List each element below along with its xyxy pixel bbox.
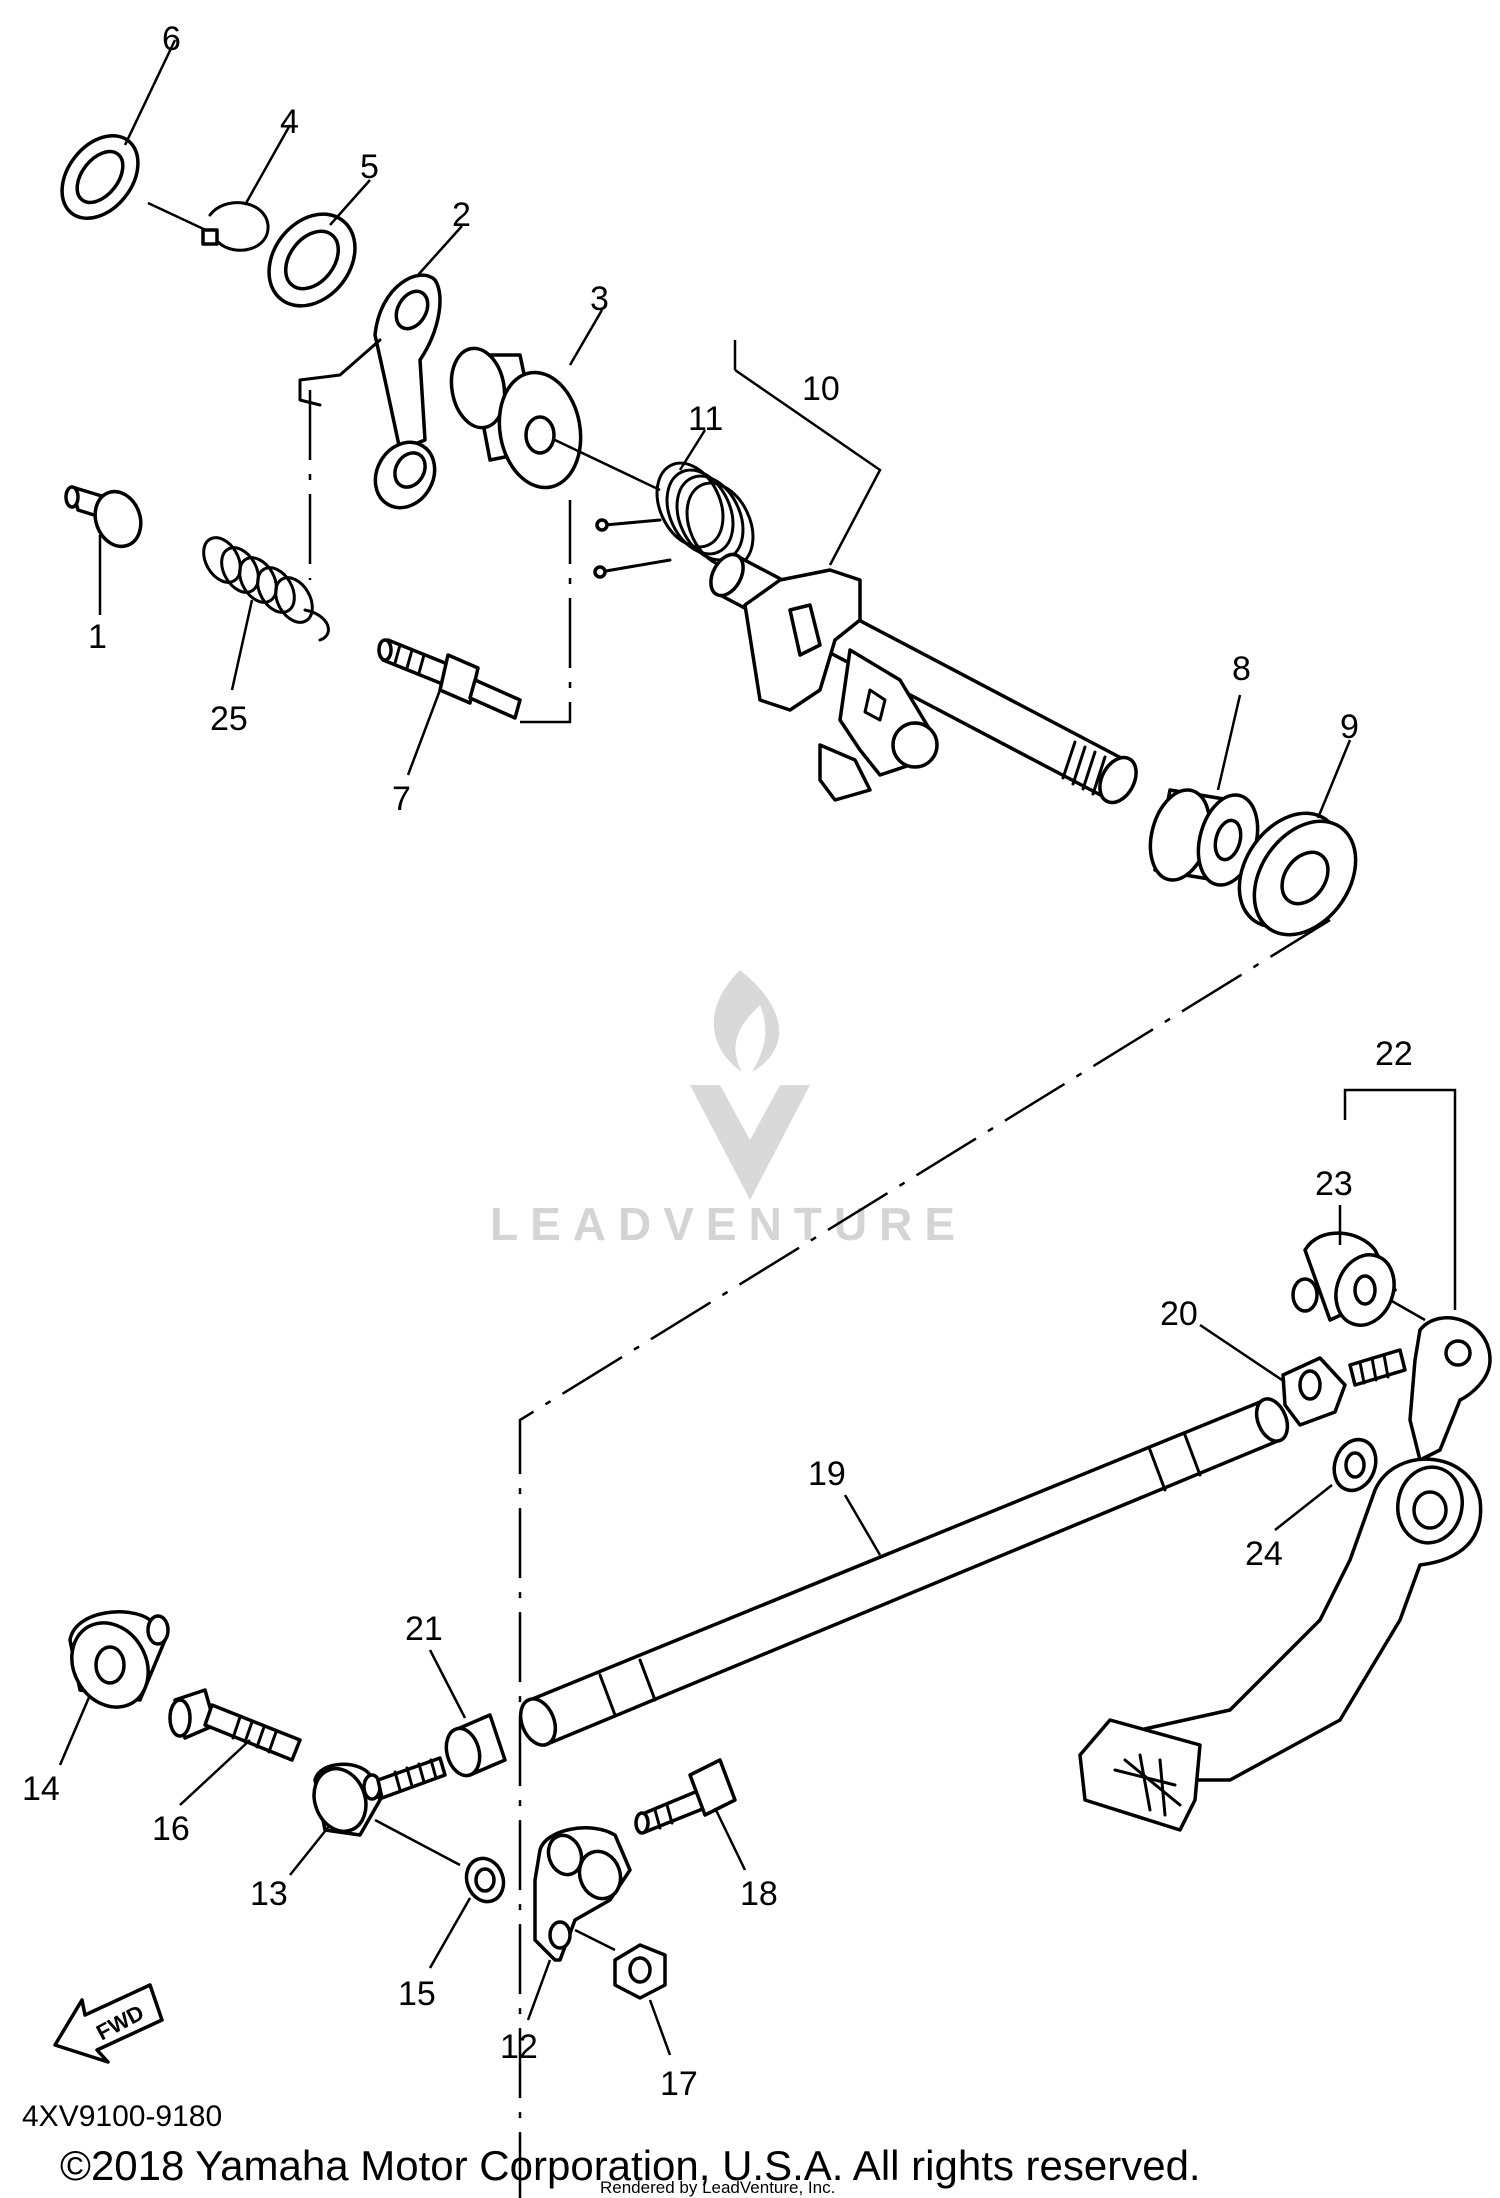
callout-6: 6 [162, 20, 181, 58]
part-2-stopper-lever [298, 273, 442, 510]
callout-7: 7 [392, 780, 411, 818]
part-11-torsion-spring [593, 461, 755, 579]
copyright-notice: ©2018 Yamaha Motor Corporation, U.S.A. A… [60, 2142, 1201, 2189]
part-25-spring [202, 536, 330, 642]
part-5-washer [267, 212, 357, 308]
part-20-nut [1281, 1356, 1347, 1427]
part-19-shift-rod [518, 1397, 1290, 1747]
part-16-bolt [168, 1688, 302, 1762]
part-10-shift-shaft-assy [709, 552, 1138, 805]
callout-9: 9 [1340, 708, 1359, 746]
callout-12: 12 [500, 2028, 538, 2066]
part-9-oil-seal [1237, 811, 1358, 937]
callout-18: 18 [740, 1875, 778, 1913]
part-23-bushing [1291, 1231, 1397, 1327]
part-24-washer [1332, 1437, 1378, 1493]
callout-1: 1 [88, 618, 107, 656]
callout-19: 19 [808, 1455, 846, 1493]
callout-17: 17 [660, 2065, 698, 2103]
callout-2: 2 [452, 196, 471, 234]
drawing-code: 4XV9100-9180 [22, 2100, 223, 2133]
callout-3: 3 [590, 280, 609, 318]
part-13-joint [312, 1756, 447, 1837]
callout-22: 22 [1375, 1035, 1413, 1073]
part-17-nut [613, 1943, 667, 2000]
callout-25: 25 [210, 700, 248, 738]
part-4-circlip [201, 201, 270, 252]
part-3-collar [449, 346, 583, 490]
callout-4: 4 [280, 103, 299, 141]
callout-16: 16 [152, 1810, 190, 1848]
callout-23: 23 [1315, 1165, 1353, 1203]
callout-11: 11 [688, 400, 723, 438]
callout-15: 15 [398, 1975, 436, 2013]
callout-10: 10 [802, 370, 840, 408]
part-14-joint [68, 1610, 170, 1709]
part-22-shift-pedal-assy [1078, 1316, 1492, 1832]
part-18-bolt [634, 1758, 737, 1835]
callout-8: 8 [1232, 650, 1251, 688]
callout-14: 14 [22, 1770, 60, 1808]
part-6-washer [60, 133, 140, 221]
callout-5: 5 [360, 148, 379, 186]
callout-24: 24 [1245, 1535, 1283, 1573]
leadventure-watermark: LEADVENTURE [490, 970, 967, 1250]
callout-numbers: 6 4 5 2 3 10 11 1 25 7 8 9 22 23 20 19 2… [22, 20, 1413, 2103]
callout-leaders [58, 39, 1352, 2056]
callout-20: 20 [1160, 1295, 1198, 1333]
callout-21: 21 [405, 1610, 443, 1648]
fwd-arrow-icon: FWD [53, 1983, 164, 2064]
alignment-lines [308, 390, 1331, 2198]
part-21-nut [444, 1713, 507, 1778]
part-7-stud-bolt [377, 638, 522, 720]
part-12-shift-arm [533, 1826, 632, 1962]
part-15-nut [464, 1856, 506, 1904]
rendered-by-notice: Rendered by LeadVenture, Inc. [600, 2178, 836, 2197]
watermark-text: LEADVENTURE [490, 1198, 967, 1250]
callout-13: 13 [250, 1875, 288, 1913]
part-1-pin [64, 485, 143, 549]
